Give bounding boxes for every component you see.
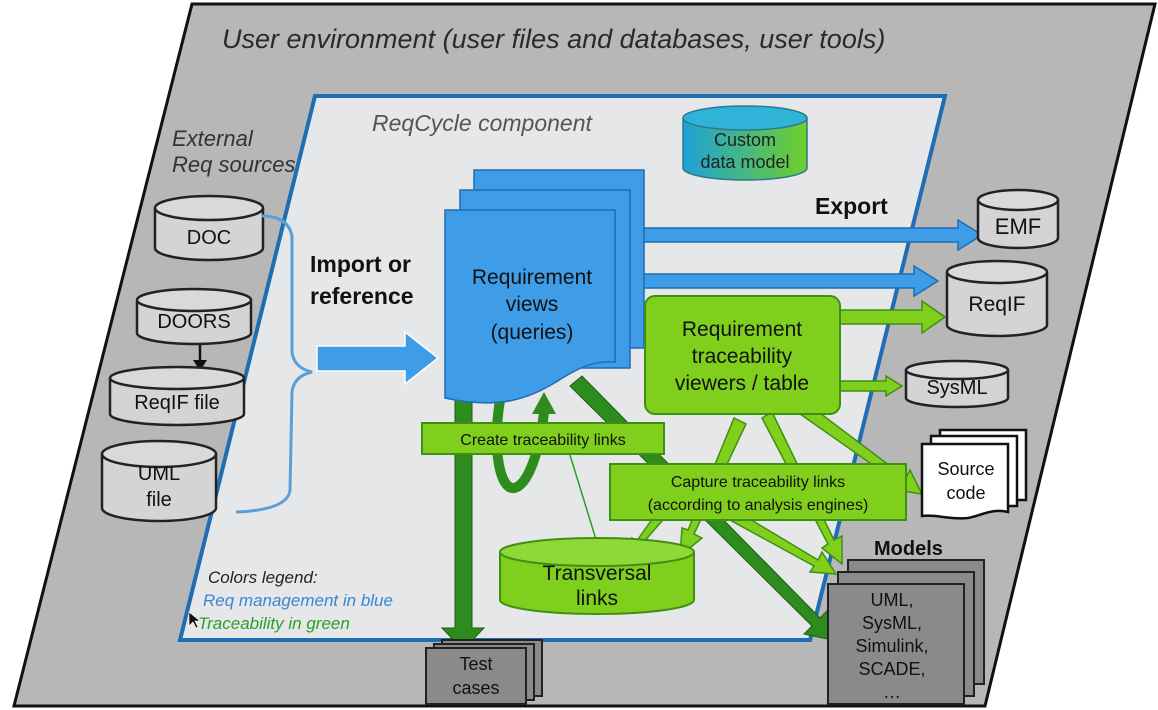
svg-text:Requirement: Requirement (682, 318, 802, 341)
emf-output-cylinder: EMF (976, 188, 1060, 250)
user-environment-title: User environment (user files and databas… (222, 24, 885, 54)
reqcycle-component-title: ReqCycle component (372, 110, 594, 136)
sources-brace (235, 214, 313, 514)
svg-text:ReqIF file: ReqIF file (134, 392, 220, 414)
svg-text:Transversal: Transversal (543, 562, 652, 585)
svg-text:Requirement: Requirement (472, 266, 592, 289)
mouse-cursor-icon (188, 611, 201, 629)
svg-text:SysML: SysML (926, 377, 987, 399)
import-label-line2: reference (310, 283, 414, 309)
svg-text:viewers / table: viewers / table (675, 372, 809, 395)
svg-text:UML: UML (138, 463, 180, 485)
svg-text:traceability: traceability (692, 345, 793, 368)
svg-text:SCADE,: SCADE, (858, 659, 925, 679)
transversal-links-cylinder: Transversal links (499, 537, 695, 615)
create-traceability-links-label: Create traceability links (421, 422, 665, 455)
svg-text:cases: cases (452, 678, 499, 698)
svg-text:Source: Source (937, 459, 994, 479)
export-emf-arrow (639, 218, 984, 252)
svg-text:data model: data model (700, 152, 789, 172)
capture-traceability-links-label: Capture traceability links (according to… (609, 463, 907, 521)
models-title: Models (874, 538, 943, 560)
svg-text:code: code (946, 483, 985, 503)
svg-text:Capture traceability links: Capture traceability links (671, 474, 845, 491)
svg-text:links: links (576, 587, 618, 610)
models-document-stack: UML, SysML, Simulink, SCADE, … (827, 559, 985, 705)
svg-text:Create traceability links: Create traceability links (460, 432, 625, 449)
external-sources-title: External (172, 126, 254, 151)
doors-source-cylinder: DOORS (135, 287, 253, 346)
import-label-line1: Import or (310, 251, 411, 277)
traceability-viewer-box: Requirement traceability viewers / table (644, 295, 841, 415)
legend-green: Traceability in green (198, 614, 350, 633)
svg-text:…: … (883, 682, 901, 702)
svg-text:(according to analysis engines: (according to analysis engines) (648, 497, 869, 514)
svg-text:UML,: UML, (870, 590, 913, 610)
svg-text:views: views (506, 293, 559, 316)
svg-text:ReqIF: ReqIF (968, 293, 1025, 316)
svg-text:Custom: Custom (714, 130, 776, 150)
source-code-document-stack: Source code (920, 428, 1028, 520)
sysml-output-cylinder: SysML (904, 359, 1010, 409)
legend-blue: Req management in blue (203, 591, 393, 610)
svg-text:(queries): (queries) (491, 321, 574, 344)
test-cases-document-stack: Test cases (425, 639, 543, 705)
svg-text:Test: Test (459, 654, 492, 674)
trace-to-sysml-arrow (835, 374, 904, 398)
custom-data-model-cylinder: Custom data model (682, 105, 808, 181)
trace-to-reqif-arrow (835, 299, 947, 335)
reqif-file-source-cylinder: ReqIF file (108, 365, 246, 427)
legend-title: Colors legend: (208, 568, 318, 587)
requirement-views-stack: Requirement views (queries) (444, 169, 645, 404)
reqif-output-cylinder: ReqIF (945, 259, 1049, 338)
uml-file-source-cylinder: UML file (100, 439, 218, 523)
svg-text:DOC: DOC (187, 227, 231, 249)
external-sources-subtitle: Req sources (172, 152, 296, 177)
export-reqif-arrow (639, 264, 940, 298)
svg-text:Simulink,: Simulink, (855, 636, 928, 656)
svg-text:DOORS: DOORS (157, 311, 230, 333)
import-arrow (316, 330, 440, 386)
svg-text:SysML,: SysML, (862, 613, 922, 633)
svg-text:file: file (146, 489, 172, 511)
svg-text:EMF: EMF (995, 214, 1041, 239)
doc-source-cylinder: DOC (153, 194, 265, 262)
export-label: Export (815, 193, 888, 219)
